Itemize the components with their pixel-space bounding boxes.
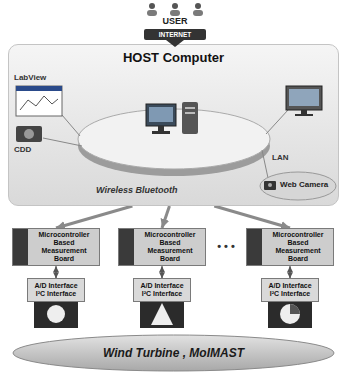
web-camera-pad <box>268 183 272 187</box>
internet-arrow <box>144 29 206 47</box>
user-icons <box>195 3 201 9</box>
node-text: Microcontroller Based Measurement Board <box>265 231 331 263</box>
node-text: Microcontroller Based Measurement Board <box>137 231 203 263</box>
pc-icon <box>152 131 170 134</box>
node-text: Wind Turbine , MoIMAST <box>103 346 244 360</box>
label-text: • • • <box>217 240 235 252</box>
oval-outline <box>13 335 334 371</box>
user-icons <box>147 10 157 16</box>
sensor-icon <box>290 304 300 314</box>
interface-box: A/D Interface I²C Interface <box>27 278 85 302</box>
node-text: Microcontroller Based Measurement Board <box>31 231 97 263</box>
wire-line <box>62 115 80 136</box>
sensor-icon <box>34 300 312 328</box>
wire-line <box>43 138 82 146</box>
turbine-oval: Wind Turbine , MoIMAST <box>12 334 335 372</box>
board-box: Microcontroller Based Measurement Board <box>246 228 334 266</box>
node-text: A/D Interface I²C Interface <box>31 282 81 298</box>
label-text: USER <box>162 17 187 27</box>
node-text: A/D Interface I²C Interface <box>137 282 187 298</box>
user-icons <box>193 10 203 16</box>
labview-window <box>16 86 62 116</box>
wire-line <box>43 110 288 178</box>
pc-icon <box>149 107 173 122</box>
labview-window <box>16 86 62 91</box>
connector-arrow <box>214 206 290 228</box>
sensor-icon <box>34 300 78 328</box>
pc-icon <box>182 102 198 134</box>
sensor-icon <box>280 304 300 324</box>
label-text: INTERNET <box>159 31 192 38</box>
interface-box: A/D Interface I²C Interface <box>133 278 191 302</box>
connector-arrow <box>161 266 163 278</box>
node-text: A/D Interface I²C Interface <box>265 282 315 298</box>
label-text: Web Camera <box>280 181 328 190</box>
connector-arrow <box>162 206 169 228</box>
user-icons <box>149 3 155 9</box>
board-box: Microcontroller Based Measurement Board <box>12 228 100 266</box>
monitor-icon <box>295 114 313 116</box>
monitor-icon <box>289 89 319 106</box>
connector-arrow <box>56 206 132 228</box>
node-text: HOST Computer <box>9 50 338 65</box>
internet-arrow <box>166 40 184 47</box>
wire-line <box>262 150 268 178</box>
web-camera-pad <box>264 181 276 190</box>
pc-icon <box>146 102 198 134</box>
camera-icon <box>16 126 42 142</box>
connector-arrow <box>289 266 291 278</box>
internet-arrow <box>144 29 206 40</box>
user-icons <box>172 3 178 9</box>
camera-icon <box>24 129 34 139</box>
label-text: Wireless Bluetooth <box>96 186 177 196</box>
user-icons <box>170 10 180 16</box>
web-camera-pad <box>260 172 336 200</box>
label-text: CDD <box>14 146 31 155</box>
label-text: LAN <box>272 154 288 163</box>
labview-window <box>20 96 58 110</box>
sensor-icon <box>140 300 184 328</box>
sensor-icon <box>47 305 65 323</box>
web-camera-pad <box>260 172 336 200</box>
sensor-icon <box>151 303 173 325</box>
monitor-icon <box>286 86 322 110</box>
monitor-icon <box>286 86 322 116</box>
wire-line <box>266 110 288 134</box>
board-box: Microcontroller Based Measurement Board <box>118 228 206 266</box>
pc-icon <box>158 126 164 131</box>
pc-icon <box>185 112 195 114</box>
pc-icon <box>146 104 176 126</box>
sensor-icon <box>268 300 312 328</box>
interface-box: A/D Interface I²C Interface <box>261 278 319 302</box>
connector-arrow <box>55 266 57 278</box>
monitor-icon <box>301 110 307 114</box>
label-text: LabView <box>14 74 46 83</box>
camera-icon <box>16 126 42 142</box>
pc-icon <box>185 107 195 109</box>
labview-window <box>16 86 62 116</box>
user-icons <box>147 3 203 16</box>
